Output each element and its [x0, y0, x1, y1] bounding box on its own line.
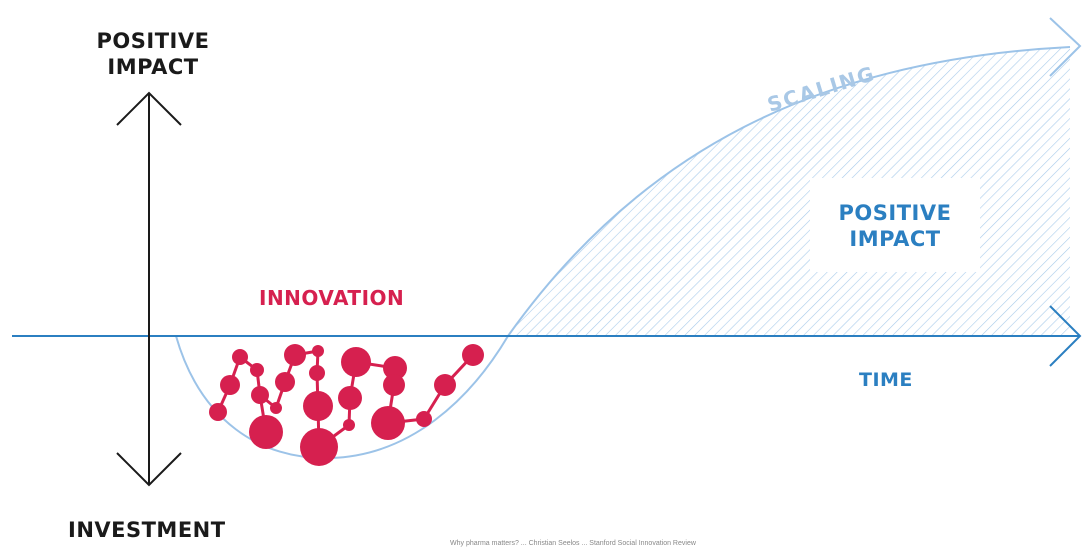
positive-impact-box — [810, 178, 980, 272]
cluster-node — [434, 374, 456, 396]
cluster-node — [232, 349, 248, 365]
cluster-node — [220, 375, 240, 395]
cluster-node — [341, 347, 371, 377]
positive-impact-axis-label: POSITIVE IMPACT — [96, 29, 210, 79]
cluster-node — [284, 344, 306, 366]
cluster-node — [300, 428, 338, 466]
cluster-node — [303, 391, 333, 421]
cluster-node — [275, 372, 295, 392]
innovation-label: INNOVATION — [259, 286, 405, 310]
scaling-arrowhead — [1049, 17, 1082, 77]
investment-axis-label: INVESTMENT — [68, 518, 226, 542]
cluster-node — [270, 402, 282, 414]
cluster-node — [462, 344, 484, 366]
cluster-node — [338, 386, 362, 410]
investment-axis-arrowhead-down — [116, 452, 182, 487]
cluster-node — [209, 403, 227, 421]
positive-impact-area-label: POSITIVE IMPACT — [838, 201, 952, 251]
innovation-cluster — [209, 344, 484, 466]
credit-line: Why pharma matters? ... Christian Seelos… — [450, 540, 696, 547]
cluster-node — [309, 365, 325, 381]
cluster-node — [371, 406, 405, 440]
cluster-node — [249, 415, 283, 449]
cluster-node — [250, 363, 264, 377]
cluster-node — [343, 419, 355, 431]
cluster-node — [416, 411, 432, 427]
cluster-node — [312, 345, 324, 357]
cluster-node — [383, 374, 405, 396]
time-axis-arrowhead — [1049, 305, 1082, 367]
cluster-node — [251, 386, 269, 404]
time-axis-label: TIME — [859, 369, 913, 391]
impact-axis-arrowhead-up — [116, 91, 182, 126]
cluster-node — [383, 356, 407, 380]
